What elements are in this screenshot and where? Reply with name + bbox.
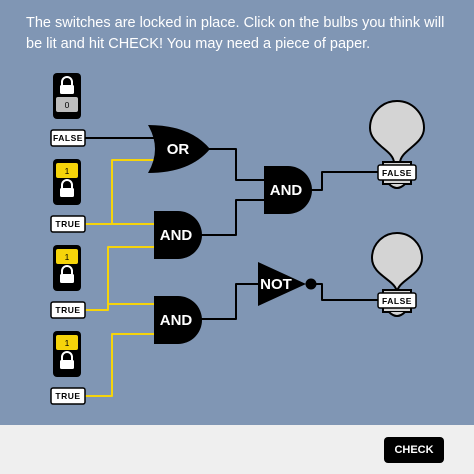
- switch-3: 1: [53, 245, 81, 291]
- switch-indicator: [56, 249, 78, 264]
- and-gate-1: AND: [154, 211, 202, 259]
- switch-value: 1: [65, 252, 70, 262]
- wire-switch4-and2: [84, 333, 154, 397]
- and-gate-3: AND: [264, 166, 312, 214]
- bulb-2-state-tag: FALSE: [377, 292, 417, 309]
- padlock-icon: [60, 179, 74, 197]
- wire-or-and3: [208, 148, 266, 181]
- padlock-icon: [60, 265, 74, 283]
- switch-value: 1: [65, 166, 70, 176]
- wire-switch2-or: [84, 159, 154, 225]
- svg-text:AND: AND: [270, 182, 303, 199]
- switch-2: 1: [53, 159, 81, 205]
- bulb-2[interactable]: FALSE: [370, 232, 424, 317]
- switch-indicator: [56, 97, 78, 112]
- switch-4-state-tag: TRUE: [50, 387, 86, 405]
- svg-text:OR: OR: [167, 141, 190, 158]
- wire-and2-not: [200, 283, 258, 320]
- switch-4: 1: [53, 331, 81, 377]
- switch-1-state-tag: FALSE: [50, 129, 86, 147]
- svg-text:AND: AND: [160, 312, 193, 329]
- circuit-diagram: 0 1 1 1: [50, 73, 426, 405]
- switch-value: 0: [65, 100, 70, 110]
- svg-text:NOT: NOT: [260, 276, 292, 293]
- bulb-1[interactable]: FALSE: [368, 100, 426, 189]
- svg-text:FALSE: FALSE: [53, 133, 83, 143]
- wire-and1-and3: [200, 199, 266, 236]
- not-gate: NOT: [258, 262, 317, 306]
- instructions-text: The switches are locked in place. Click …: [26, 15, 445, 52]
- svg-text:FALSE: FALSE: [382, 296, 412, 306]
- svg-text:TRUE: TRUE: [55, 219, 80, 229]
- or-gate: OR: [148, 125, 210, 173]
- wire-and3-bulb1: [310, 171, 378, 191]
- switch-3-state-tag: TRUE: [50, 301, 86, 319]
- svg-text:TRUE: TRUE: [55, 391, 80, 401]
- padlock-icon: [60, 351, 74, 369]
- wire-switch3-and1: [84, 246, 154, 311]
- check-button[interactable]: CHECK: [384, 437, 444, 463]
- bulb-1-state-tag: FALSE: [377, 164, 417, 181]
- padlock-icon: [60, 76, 74, 94]
- wire-not-bulb2: [316, 283, 378, 301]
- switch-value: 1: [65, 338, 70, 348]
- switch-indicator: [56, 163, 78, 178]
- wire-switch3-and2: [107, 303, 154, 310]
- svg-text:TRUE: TRUE: [55, 305, 80, 315]
- switch-1: 0: [53, 73, 81, 119]
- switch-indicator: [56, 335, 78, 350]
- svg-text:FALSE: FALSE: [382, 168, 412, 178]
- svg-text:AND: AND: [160, 227, 193, 244]
- switch-2-state-tag: TRUE: [50, 215, 86, 233]
- and-gate-2: AND: [154, 296, 202, 344]
